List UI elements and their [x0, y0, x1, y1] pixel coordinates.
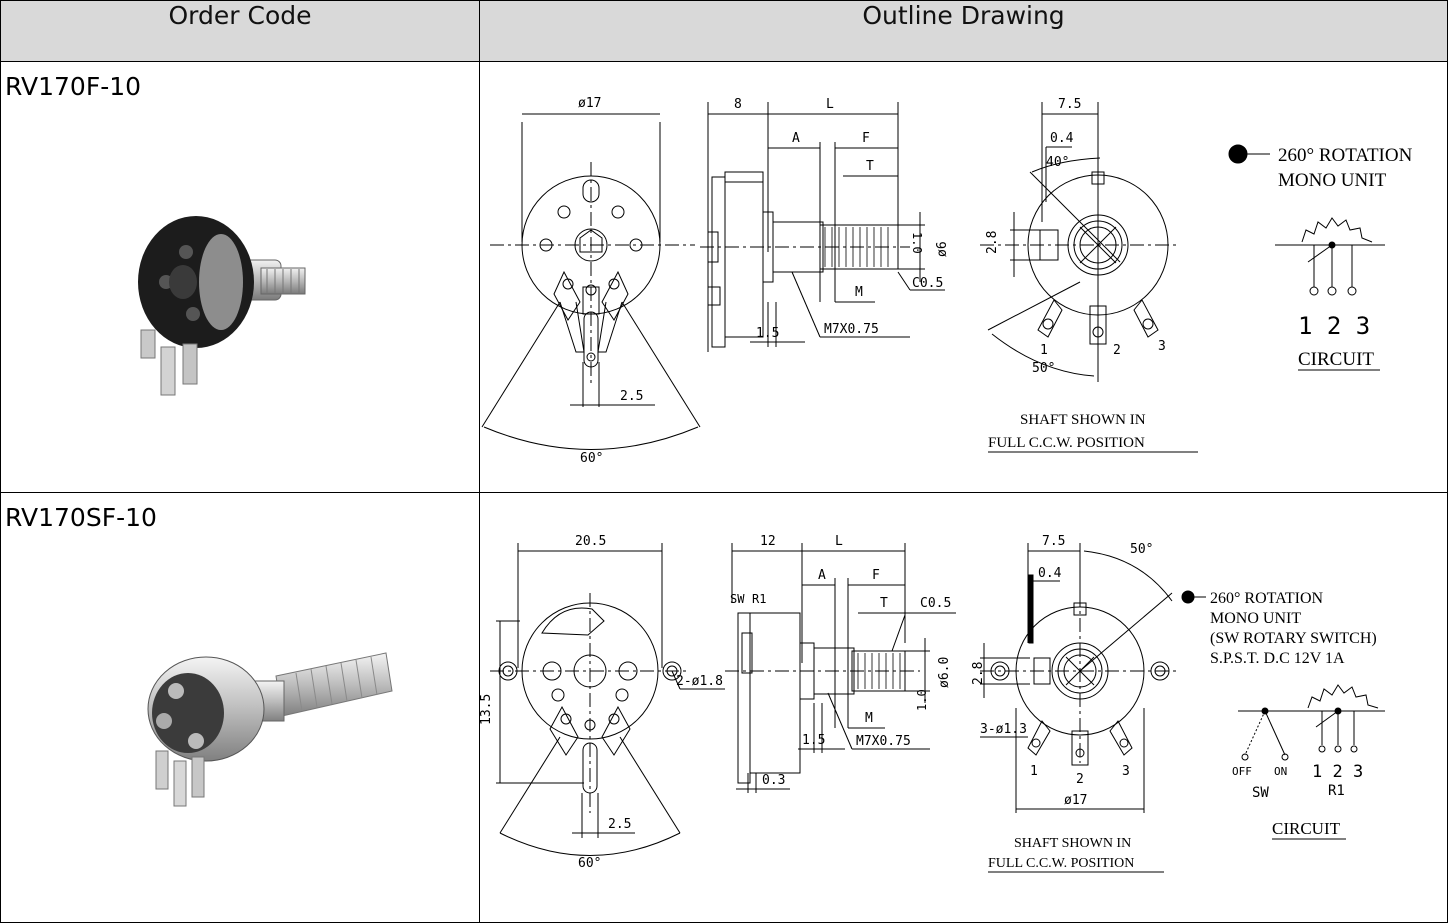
- dim-7-5: 7.5: [1058, 97, 1081, 112]
- dim-angle: 60°: [580, 451, 603, 466]
- terminal-2: 2: [1113, 343, 1121, 358]
- circuit-pins: 1 2 3: [1312, 762, 1363, 782]
- header-row: Order Code Outline Drawing: [0, 0, 1448, 62]
- dim-holes: 3-ø1.3: [980, 722, 1027, 737]
- dim-holes: 2-ø1.8: [676, 674, 723, 689]
- dim-pitch: 2.5: [620, 389, 643, 404]
- terminal-1: 1: [1040, 343, 1048, 358]
- dim-height: 13.5: [480, 694, 494, 725]
- dim-8: 8: [734, 97, 742, 112]
- bullet-icon: [1228, 144, 1248, 164]
- dim-c05: C0.5: [912, 276, 943, 291]
- spec-circuit: 260° ROTATION MONO UNIT 1 2 3 CIRCUIT: [1228, 144, 1413, 371]
- front-view: 20.5 13.5: [480, 534, 725, 871]
- dim-2-8: 2.8: [971, 662, 986, 685]
- shaft-note-2: FULL C.C.W. POSITION: [988, 435, 1145, 451]
- dim-50: 50°: [1130, 542, 1153, 557]
- spec-switch: (SW ROTARY SWITCH): [1210, 630, 1377, 647]
- dim-width: 20.5: [575, 534, 606, 549]
- header-order-code: Order Code: [0, 0, 480, 62]
- outline-drawing: ø17: [481, 96, 1413, 466]
- sw-on-label: ON: [1274, 765, 1287, 778]
- dim-1-5: 1.5: [802, 733, 825, 748]
- dim-c05: C0.5: [920, 596, 951, 611]
- dim-50: 50°: [1032, 361, 1055, 376]
- circuit-pins: 1 2 3: [1298, 312, 1370, 340]
- dim-0-4: 0.4: [1038, 566, 1062, 581]
- dim-F: F: [872, 568, 880, 583]
- outline-drawing-cell: 20.5 13.5: [479, 492, 1448, 923]
- terminal-3: 3: [1158, 339, 1166, 354]
- spec-unit: MONO UNIT: [1210, 610, 1301, 627]
- shaft-note-1: SHAFT SHOWN IN: [1014, 836, 1131, 851]
- terminal-3: 3: [1122, 764, 1130, 779]
- dim-T: T: [866, 159, 874, 174]
- table-row: RV170SF-10: [0, 492, 1448, 923]
- front-view: ø17: [481, 96, 701, 466]
- side-view: 12 L A F T C0.5 SW R1: [725, 534, 956, 793]
- dim-thread: M7X0.75: [856, 734, 911, 749]
- label-sw: SW: [730, 592, 745, 606]
- dim-M: M: [855, 285, 863, 300]
- order-code: RV170SF-10: [5, 503, 157, 532]
- shaft-note-1: SHAFT SHOWN IN: [1020, 412, 1146, 428]
- dim-1-0: 1.0: [910, 232, 924, 254]
- resistor-zigzag-icon: [1301, 217, 1373, 243]
- dim-40: 40°: [1046, 155, 1069, 170]
- dim-T: T: [880, 596, 888, 611]
- dim-12: 12: [760, 534, 776, 549]
- r1-label: R1: [1328, 783, 1345, 799]
- spec-circuit: 260° ROTATION MONO UNIT (SW ROTARY SWITC…: [1181, 590, 1385, 840]
- dim-2-8: 2.8: [985, 231, 1000, 254]
- dim-A: A: [818, 568, 826, 583]
- table-row: RV170F-10: [0, 61, 1448, 493]
- rear-view: 7.5 0.4 40° 2.8: [980, 97, 1198, 453]
- side-view: 8 L A F T: [700, 97, 950, 352]
- terminal-1: 1: [1030, 764, 1038, 779]
- dim-7-5: 7.5: [1042, 534, 1065, 549]
- dim-A: A: [792, 131, 800, 146]
- label-r1: R1: [752, 592, 766, 606]
- circuit-label: CIRCUIT: [1272, 819, 1341, 838]
- spec-unit: MONO UNIT: [1278, 170, 1387, 191]
- outline-drawing: 20.5 13.5: [480, 534, 1385, 873]
- terminal-2: 2: [1076, 772, 1084, 787]
- outline-drawing-cell: ø17: [479, 61, 1448, 493]
- dim-pitch: 2.5: [608, 817, 631, 832]
- sw-label: SW: [1252, 785, 1269, 801]
- header-outline-drawing: Outline Drawing: [479, 0, 1448, 62]
- dim-F: F: [862, 131, 870, 146]
- resistor-zigzag-icon: [1307, 684, 1379, 709]
- bullet-icon: [1181, 590, 1195, 604]
- order-code-cell: RV170F-10: [0, 61, 480, 493]
- dim-L: L: [835, 534, 843, 549]
- dim-diameter: ø17: [578, 96, 601, 111]
- order-code: RV170F-10: [5, 72, 142, 101]
- shaft-note-2: FULL C.C.W. POSITION: [988, 856, 1134, 871]
- dim-17: ø17: [1064, 793, 1087, 808]
- dim-M: M: [865, 711, 873, 726]
- product-photo: [138, 216, 306, 396]
- spec-rotation: 260° ROTATION: [1278, 145, 1413, 166]
- sw-off-label: OFF: [1232, 765, 1252, 778]
- dim-angle: 60°: [578, 856, 601, 871]
- dim-1-5: 1.5: [756, 326, 779, 341]
- product-photo: [147, 652, 393, 807]
- dim-thread: M7X0.75: [824, 322, 879, 337]
- order-code-cell: RV170SF-10: [0, 492, 480, 923]
- rear-view: 7.5 0.4 50°: [971, 534, 1180, 873]
- dim-0-4: 0.4: [1050, 131, 1074, 146]
- dim-6: ø6: [935, 241, 950, 257]
- dim-1-0: 1.0: [915, 689, 929, 711]
- dim-L: L: [826, 97, 834, 112]
- dim-0-3: 0.3: [762, 773, 785, 788]
- spec-rotation: 260° ROTATION: [1210, 590, 1324, 607]
- dim-6-0: ø6.0: [937, 657, 952, 688]
- circuit-label: CIRCUIT: [1298, 349, 1374, 370]
- spec-rating: S.P.S.T. D.C 12V 1A: [1210, 650, 1345, 667]
